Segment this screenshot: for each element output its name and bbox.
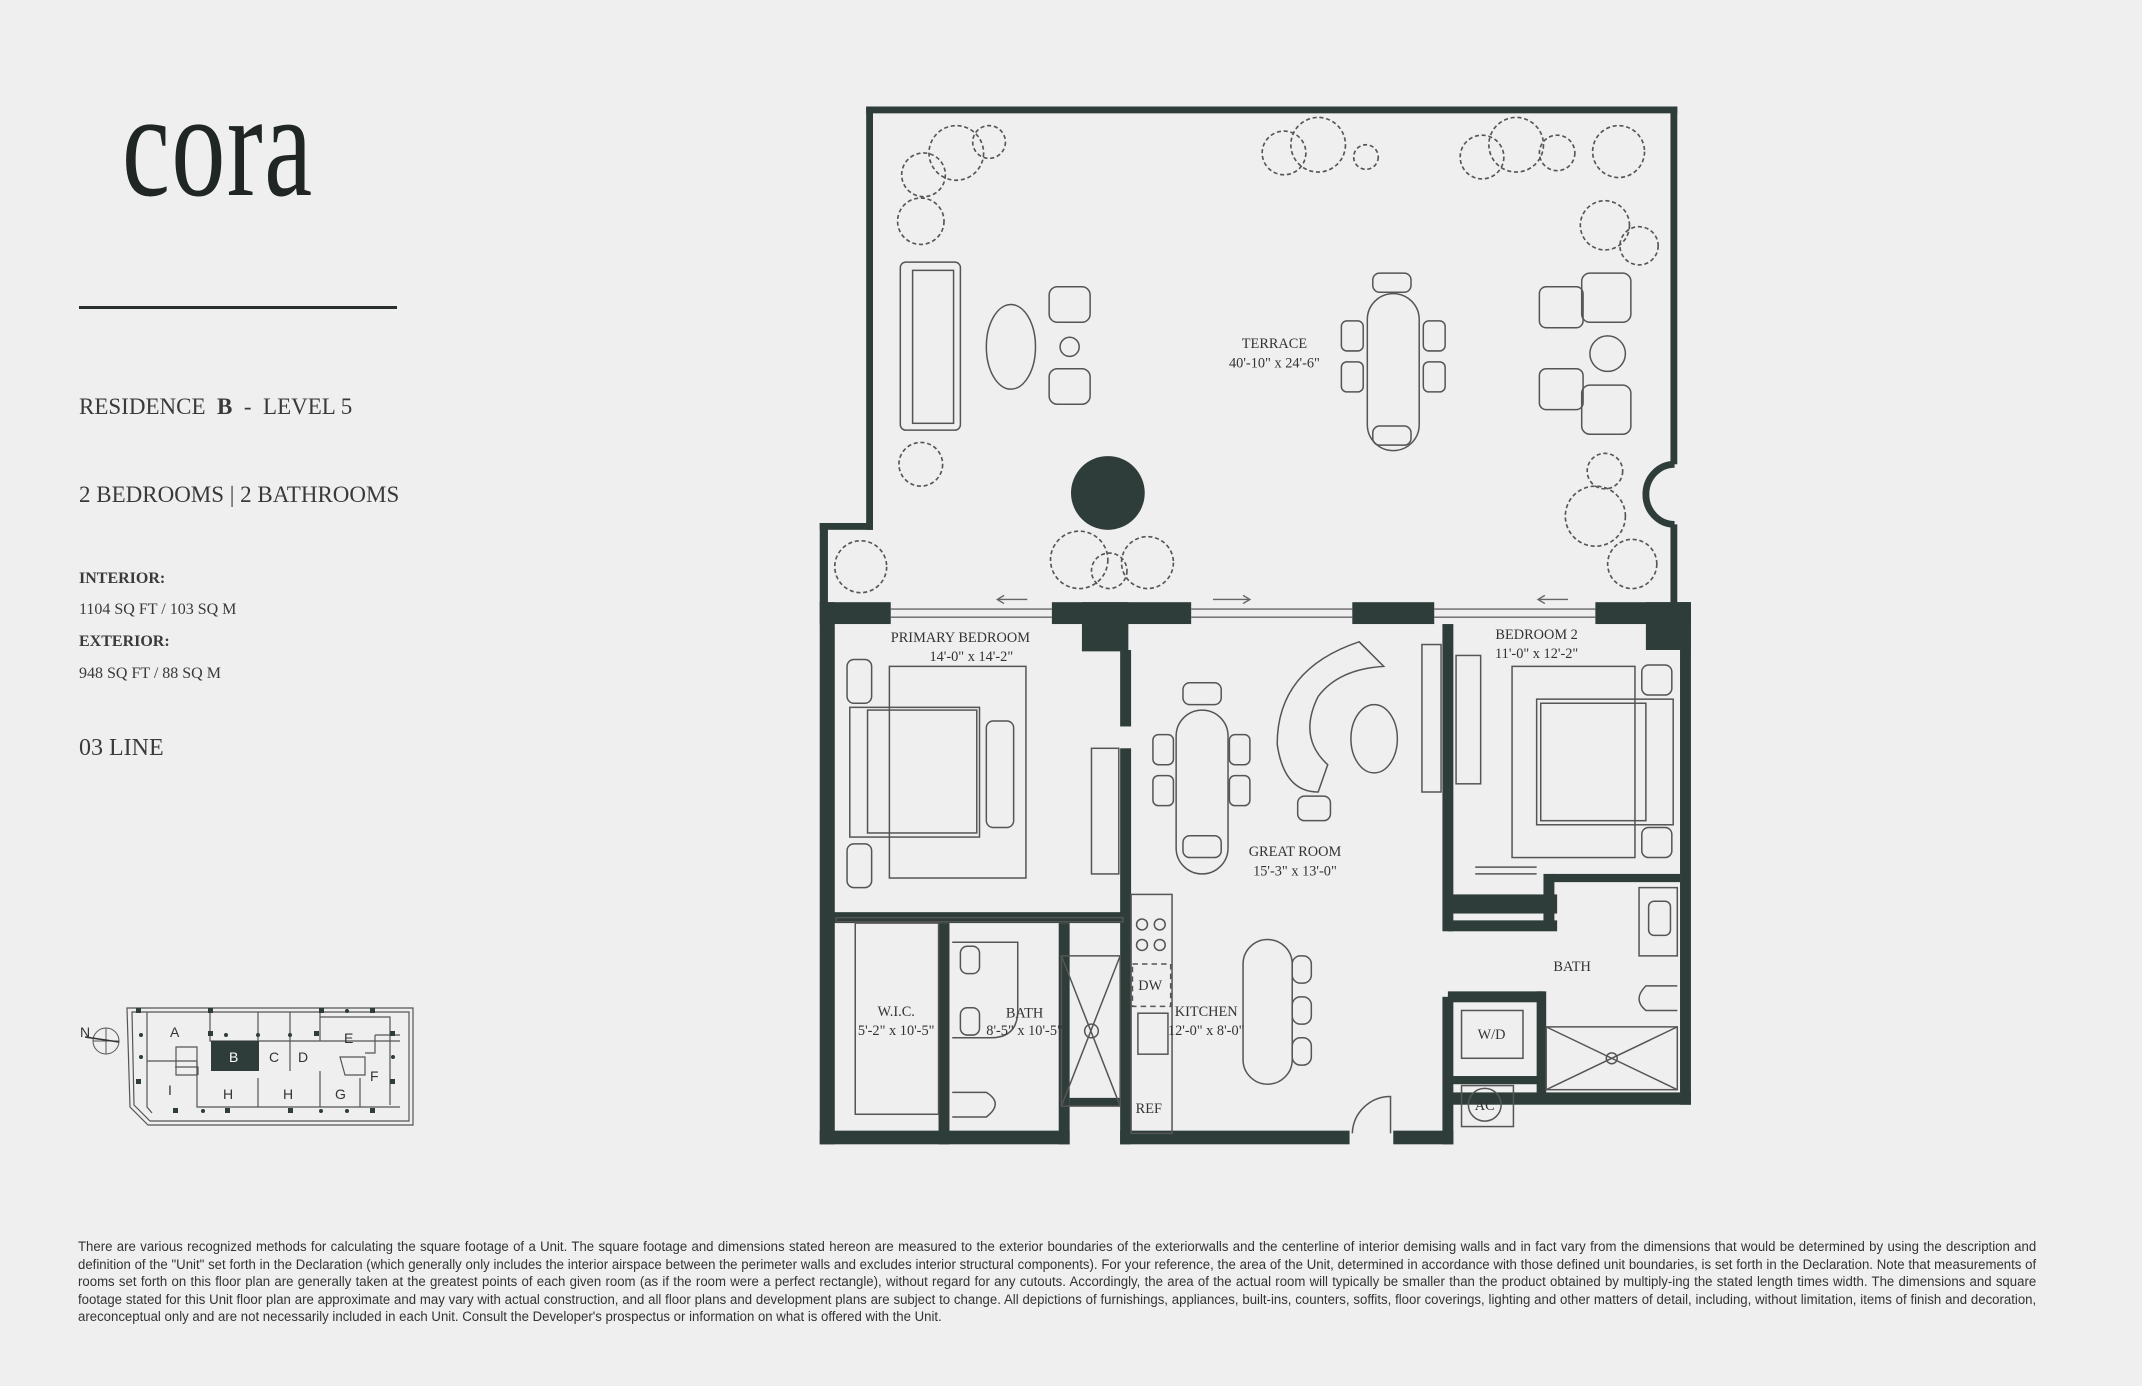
refrigerator-label: REF bbox=[1136, 1101, 1162, 1117]
keyplan-unit-g: G bbox=[335, 1086, 346, 1102]
level: LEVEL 5 bbox=[263, 394, 353, 419]
exterior-value: 948 SQ FT / 88 SQ M bbox=[79, 665, 221, 682]
residence-letter: B bbox=[217, 394, 233, 419]
unit-line: 03 LINE bbox=[79, 735, 164, 761]
keyplan-unit-f: F bbox=[370, 1068, 379, 1084]
bedroom-2-dims: 11'-0" x 12'-2" bbox=[1495, 646, 1578, 662]
keyplan-unit-i: I bbox=[168, 1082, 172, 1098]
terrace-dims: 40'-10" x 24'-6" bbox=[1229, 355, 1320, 371]
washer-dryer-label: W/D bbox=[1478, 1027, 1506, 1043]
keyplan-unit-c: C bbox=[269, 1049, 279, 1065]
divider bbox=[79, 306, 397, 309]
bath-1-label: BATH bbox=[1006, 1005, 1043, 1021]
cora-logo: cora bbox=[122, 62, 314, 228]
wic-label: W.I.C. bbox=[878, 1004, 915, 1020]
north-label: N bbox=[80, 1024, 90, 1040]
exterior-label: EXTERIOR: bbox=[79, 633, 170, 650]
separator: - bbox=[243, 394, 252, 419]
interior-value: 1104 SQ FT / 103 SQ M bbox=[79, 601, 237, 618]
keyplan-unit-highlight bbox=[211, 1041, 259, 1071]
residence-label: RESIDENCE bbox=[79, 394, 206, 419]
keyplan-unit-a: A bbox=[170, 1024, 180, 1040]
keyplan-unit-d: D bbox=[298, 1049, 308, 1065]
rooms-summary: 2 BEDROOMS | 2 BATHROOMS bbox=[79, 482, 400, 507]
sliding-doors bbox=[890, 594, 1596, 618]
interior-label: INTERIOR: bbox=[79, 570, 166, 587]
ac-label: AC bbox=[1475, 1098, 1495, 1114]
great-room-dims: 15'-3" x 13'-0" bbox=[1253, 863, 1337, 879]
terrace-label: TERRACE bbox=[1242, 336, 1308, 352]
bath-2-label: BATH bbox=[1553, 959, 1590, 975]
keyplan-unit-h: H bbox=[283, 1086, 293, 1102]
key-plan: N A B C D E F G H H I bbox=[80, 1007, 414, 1126]
primary-bedroom-dims: 14'-0" x 14'-2" bbox=[929, 649, 1013, 665]
kitchen-label: KITCHEN bbox=[1175, 1004, 1239, 1020]
legal-disclaimer: There are various recognized methods for… bbox=[78, 1239, 2037, 1325]
bath-1-dims: 8'-5" x 10'-5" bbox=[986, 1023, 1063, 1039]
dishwasher-label: DW bbox=[1138, 978, 1162, 994]
walls bbox=[819, 106, 1691, 1145]
furniture bbox=[835, 261, 1679, 1135]
kitchen-dims: 12'-0" x 8'-0" bbox=[1168, 1023, 1245, 1039]
keyplan-unit-h: H bbox=[223, 1086, 233, 1102]
bedroom-2-label: BEDROOM 2 bbox=[1495, 627, 1577, 643]
primary-bedroom-label: PRIMARY BEDROOM bbox=[891, 630, 1030, 646]
wic-dims: 5'-2" x 10'-5" bbox=[858, 1023, 935, 1039]
terrace-notch bbox=[1642, 460, 1675, 528]
residence-title: RESIDENCE B - LEVEL 5 bbox=[79, 394, 352, 420]
keyplan-unit-b: B bbox=[229, 1049, 238, 1065]
column bbox=[1071, 456, 1145, 530]
great-room-label: GREAT ROOM bbox=[1249, 844, 1342, 860]
keyplan-unit-e: E bbox=[344, 1030, 353, 1046]
